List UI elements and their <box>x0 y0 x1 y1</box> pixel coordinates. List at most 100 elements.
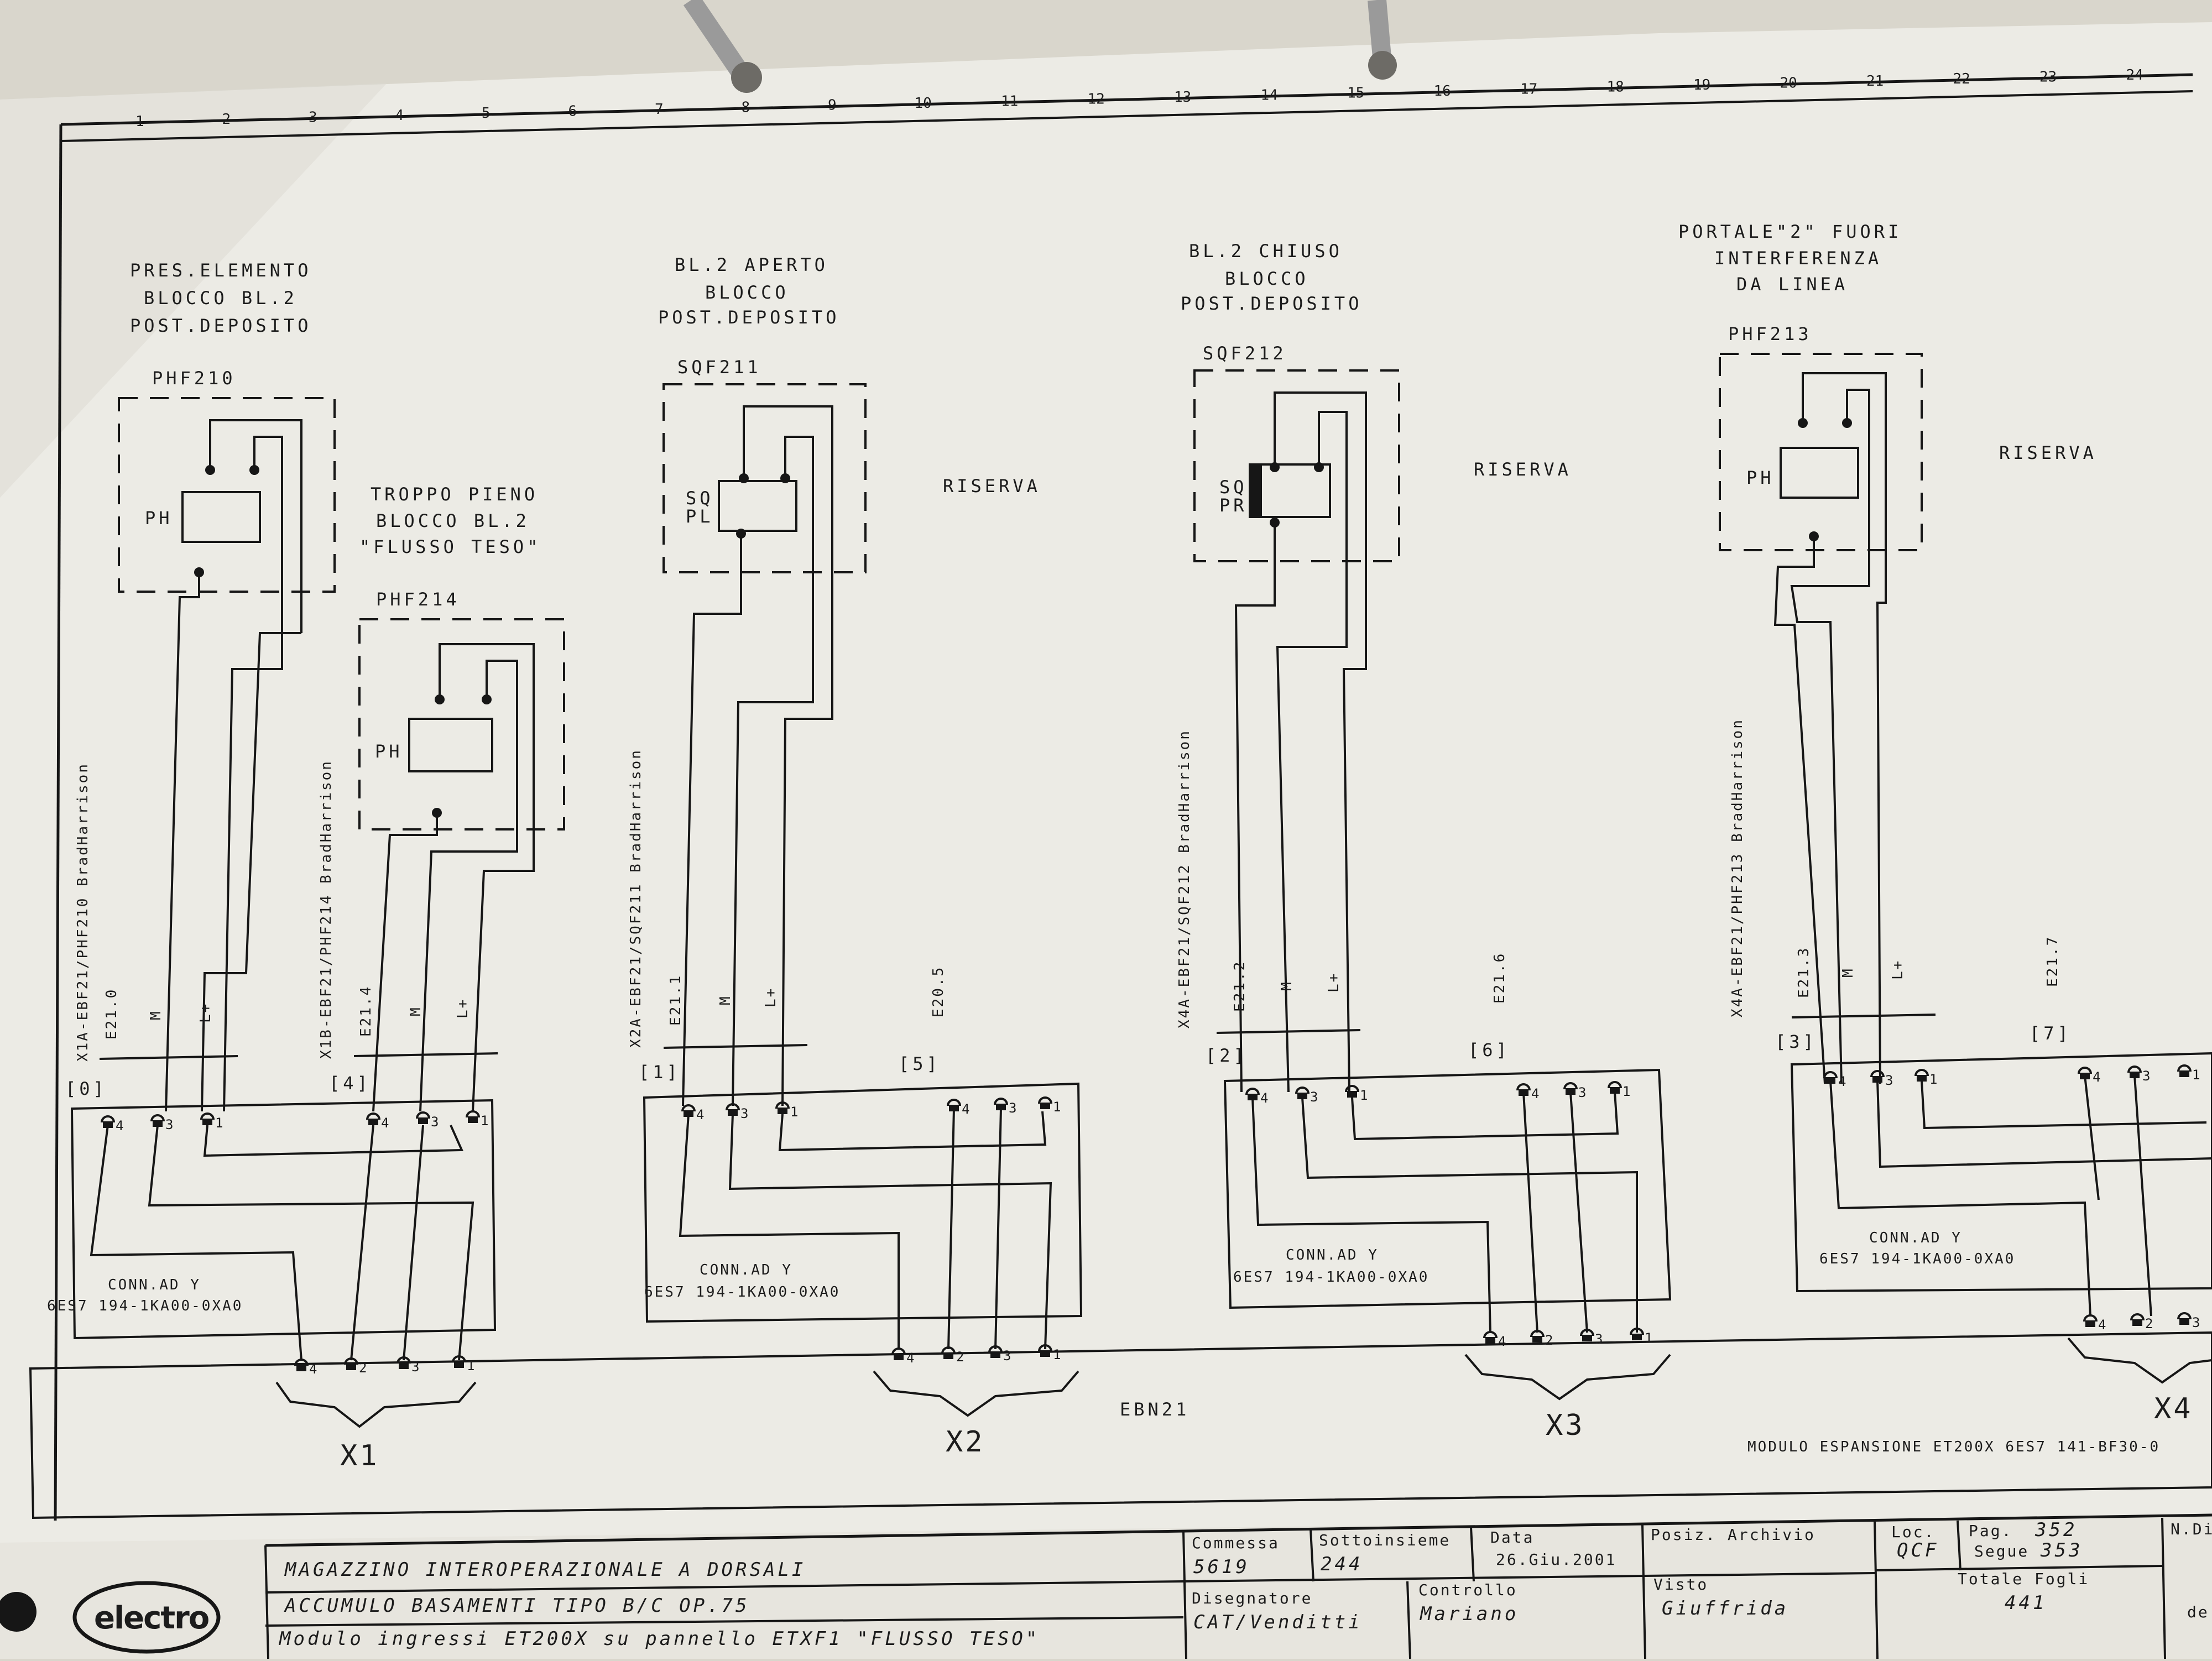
connector-part-labels: CONN.AD Y 6ES7 194-1KA00-0XA0 CONN.AD Y … <box>47 1230 2013 1314</box>
column-number: 19 <box>1693 77 1710 93</box>
controllo-label: Controllo <box>1418 1581 1517 1599</box>
limit-switch-symbol-sqf211 <box>718 480 797 532</box>
drawing-border-left <box>54 124 62 1521</box>
address-e21-3: E21.3 <box>1796 947 1812 998</box>
pin-body <box>1040 1103 1050 1109</box>
sensor-wire <box>201 632 301 1112</box>
column-number: 10 <box>915 95 932 112</box>
logo-text: electro <box>94 1600 209 1636</box>
pin-body <box>894 1354 904 1360</box>
pin-number: 1 <box>1929 1072 1937 1087</box>
title-line: "FLUSSO TESO" <box>359 536 541 557</box>
pin-body <box>996 1104 1006 1110</box>
pin-socket <box>1295 1087 1310 1094</box>
pin-socket <box>200 1112 215 1120</box>
pin-body <box>684 1110 693 1117</box>
pin-number: 3 <box>1310 1089 1318 1105</box>
pin-socket <box>775 1101 790 1109</box>
pin-number: 3 <box>1009 1100 1016 1116</box>
cable-tie <box>353 1052 498 1057</box>
wire-m: M <box>1279 980 1295 991</box>
pin-number: 3 <box>2192 1315 2200 1330</box>
pin-number: 4 <box>116 1118 123 1134</box>
pin-socket <box>1563 1082 1578 1090</box>
pin-number: 3 <box>2142 1068 2150 1084</box>
title-line: POST.DEPOSITO <box>1181 293 1362 314</box>
section-title-4: PORTALE"2" FUORI INTERFERENZA DA LINEA <box>1678 221 1898 295</box>
pin-body <box>454 1361 464 1368</box>
column-number: 16 <box>1434 83 1451 100</box>
title-line-3: Modulo ingressi ET200X su pannello ETXF1… <box>279 1628 1040 1650</box>
pin-body <box>1566 1088 1575 1095</box>
pin-body <box>728 1109 738 1116</box>
slot-5: [5] <box>899 1053 941 1074</box>
pin-number: 4 <box>1531 1086 1539 1101</box>
pin-body <box>1825 1077 1835 1084</box>
sensor-wire <box>1802 372 1887 1084</box>
cable-tie <box>1216 1029 1361 1034</box>
cable-label-x4a-phf213: X4A-EBF21/PHF213 BradHarrison <box>1729 718 1746 1017</box>
column-number: 23 <box>2039 69 2057 85</box>
pin-body <box>296 1365 306 1371</box>
slot-2: [2] <box>1206 1045 1248 1066</box>
cable-tie <box>1791 1014 1936 1018</box>
pin-body <box>2179 1070 2189 1077</box>
pin-socket <box>101 1115 115 1123</box>
pin-number: 3 <box>165 1117 173 1132</box>
grid-rule <box>60 90 2193 142</box>
address-e20-5: E20.5 <box>930 966 947 1017</box>
commessa-value: 5619 <box>1193 1556 1250 1578</box>
pin-socket <box>1483 1331 1498 1339</box>
pin-body <box>1040 1350 1050 1357</box>
sensor-wire <box>1274 391 1367 1093</box>
pin-socket <box>947 1099 961 1106</box>
column-number: 20 <box>1780 75 1797 91</box>
slot-7: [7] <box>2030 1023 2072 1044</box>
connector-x2: X2 <box>946 1425 985 1459</box>
wire-lp: L+ <box>1326 972 1342 993</box>
sensor-type-sqf212-a: SQ <box>1219 477 1248 498</box>
sensor-wire <box>209 419 302 633</box>
sensor-wire <box>1773 536 1826 1084</box>
pin-number: 4 <box>1838 1074 1846 1089</box>
slot-0: [0] <box>65 1078 107 1099</box>
pin-socket <box>2078 1067 2092 1074</box>
title-line: BL.2 APERTO <box>675 254 828 275</box>
connector-x1: X1 <box>340 1439 379 1472</box>
conn-label: CONN.AD Y <box>1869 1230 1962 1246</box>
pag-label: Pag. <box>1969 1522 2012 1540</box>
sensor-wire <box>1276 411 1348 1093</box>
pin-socket <box>994 1098 1008 1105</box>
wire-lp: L+ <box>197 1002 214 1023</box>
pin-socket <box>1345 1085 1359 1093</box>
actuator-bar <box>1250 464 1262 517</box>
pin-number: 1 <box>467 1358 474 1373</box>
slot-3: [3] <box>1775 1031 1817 1052</box>
connector-adapter-x1 <box>70 1099 497 1340</box>
pin-socket <box>1608 1081 1622 1089</box>
title-line: BLOCCO <box>1225 268 1309 289</box>
column-number: 2 <box>222 111 231 128</box>
wire-lp: L+ <box>1890 959 1906 980</box>
disegnatore-label: Disegnatore <box>1192 1589 1312 1607</box>
title-divider <box>1874 1521 1879 1659</box>
pin-socket <box>2177 1064 2192 1072</box>
pin-socket <box>294 1359 309 1366</box>
title-line: POST.DEPOSITO <box>658 307 839 328</box>
sensor-sqf211: SQF211 <box>677 357 761 378</box>
connector-internal-wiring <box>90 1075 2212 1361</box>
pin-socket <box>344 1357 358 1365</box>
reserve-label-6: RISERVA <box>1474 459 1572 480</box>
data-label: Data <box>1490 1528 1534 1547</box>
pin-socket <box>452 1355 466 1363</box>
connector-adapter-x3 <box>1223 1068 1672 1309</box>
title-line-1: MAGAZZINO INTEROPERAZIONALE A DORSALI <box>284 1559 806 1581</box>
sensor-phf210: PHF210 <box>152 368 236 389</box>
pin-socket <box>1630 1328 1644 1335</box>
title-divider <box>1957 1520 1961 1571</box>
title-divider <box>2161 1517 2166 1659</box>
section-title-1: TROPPO PIENO BLOCCO BL.2 "FLUSSO TESO" <box>359 484 541 557</box>
wire-m: M <box>148 1010 164 1020</box>
column-number: 24 <box>2126 67 2143 83</box>
sensor-phf213: PHF213 <box>1728 323 1812 344</box>
